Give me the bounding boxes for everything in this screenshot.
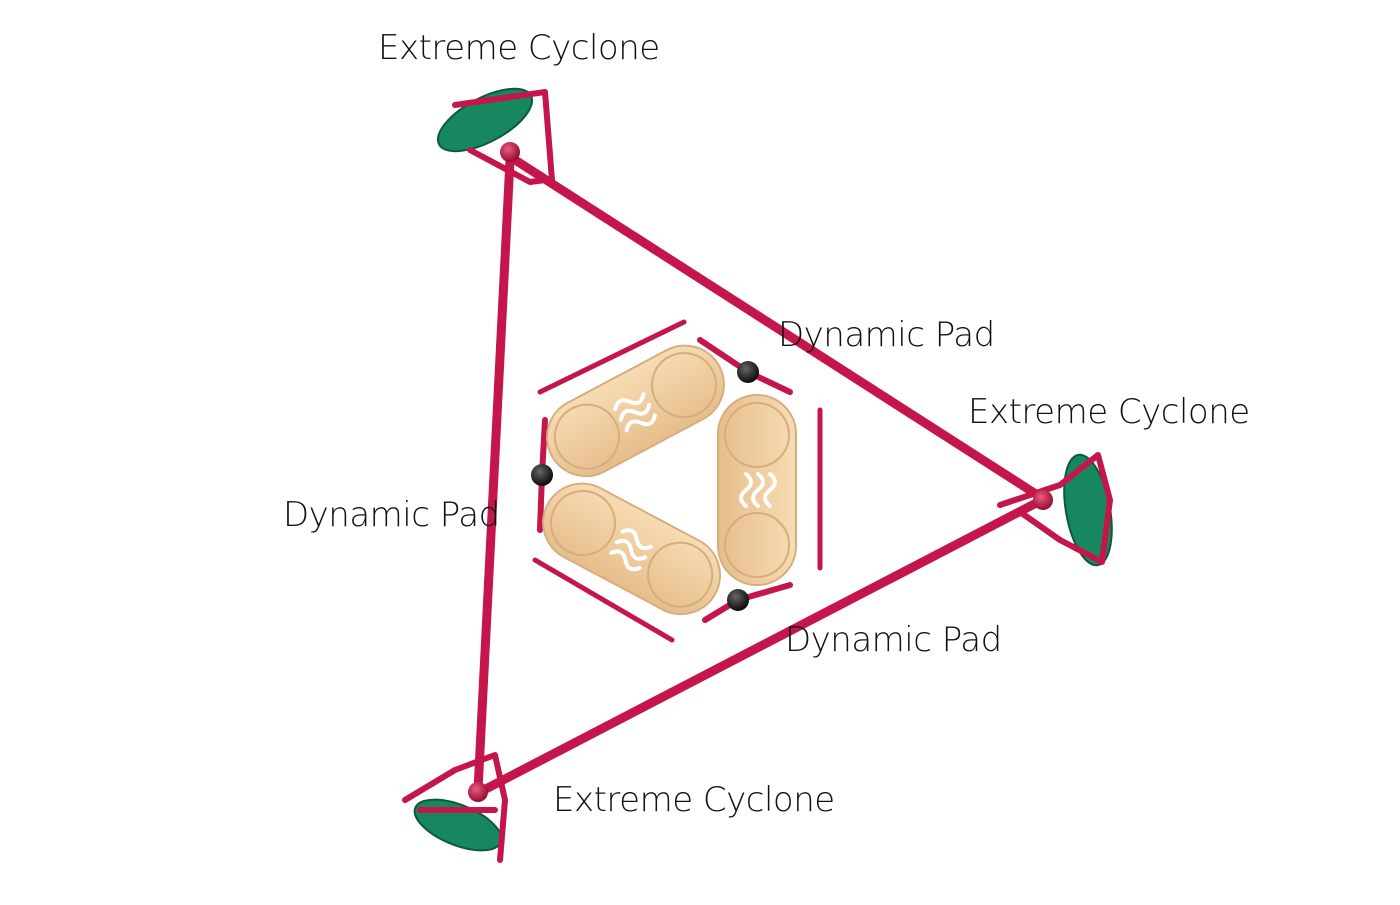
frame-brace [532, 557, 675, 643]
pad-disc [647, 541, 714, 608]
label-extreme-cyclone-right: Extreme Cyclone [968, 392, 1250, 432]
wave-icon [739, 472, 777, 508]
extreme-cyclone-bottom [402, 752, 508, 863]
frame-rail-left [473, 155, 515, 795]
label-dynamic-pad-top: Dynamic Pad [778, 315, 995, 355]
seat-handle [452, 89, 555, 185]
pad-disc [651, 352, 718, 419]
wave-icon [613, 392, 657, 433]
extreme-cyclone-top [436, 87, 555, 185]
extreme-cyclone-right [997, 452, 1113, 567]
dynamic-pad-upper-left [546, 344, 725, 478]
pivot-knob-icon [468, 782, 488, 802]
seat-handle [997, 452, 1113, 565]
seat-handle [402, 752, 508, 863]
label-extreme-cyclone-top: Extreme Cyclone [378, 28, 660, 68]
joint-icon [737, 361, 759, 383]
frame-brace [537, 319, 687, 395]
pivot-knob-icon [1033, 490, 1053, 510]
joint-icon [727, 589, 749, 611]
wave-icon [609, 528, 653, 572]
label-dynamic-pad-bottom: Dynamic Pad [785, 620, 1002, 660]
label-dynamic-pad-left: Dynamic Pad [283, 495, 500, 535]
label-extreme-cyclone-bottom: Extreme Cyclone [553, 780, 835, 820]
dynamic-pad-right [717, 394, 797, 586]
frame-rail-top [507, 153, 1047, 503]
joint-icon [531, 464, 553, 486]
seat-icon [436, 87, 534, 153]
pad-disc [724, 402, 790, 468]
dynamic-pad-lower-left [542, 482, 721, 616]
pad-disc [724, 512, 790, 578]
pad-disc [549, 490, 616, 557]
pad-disc [553, 403, 620, 470]
pivot-knob-icon [500, 142, 520, 162]
seat-icon [413, 798, 503, 852]
frame-rail-bottom [475, 495, 1047, 797]
